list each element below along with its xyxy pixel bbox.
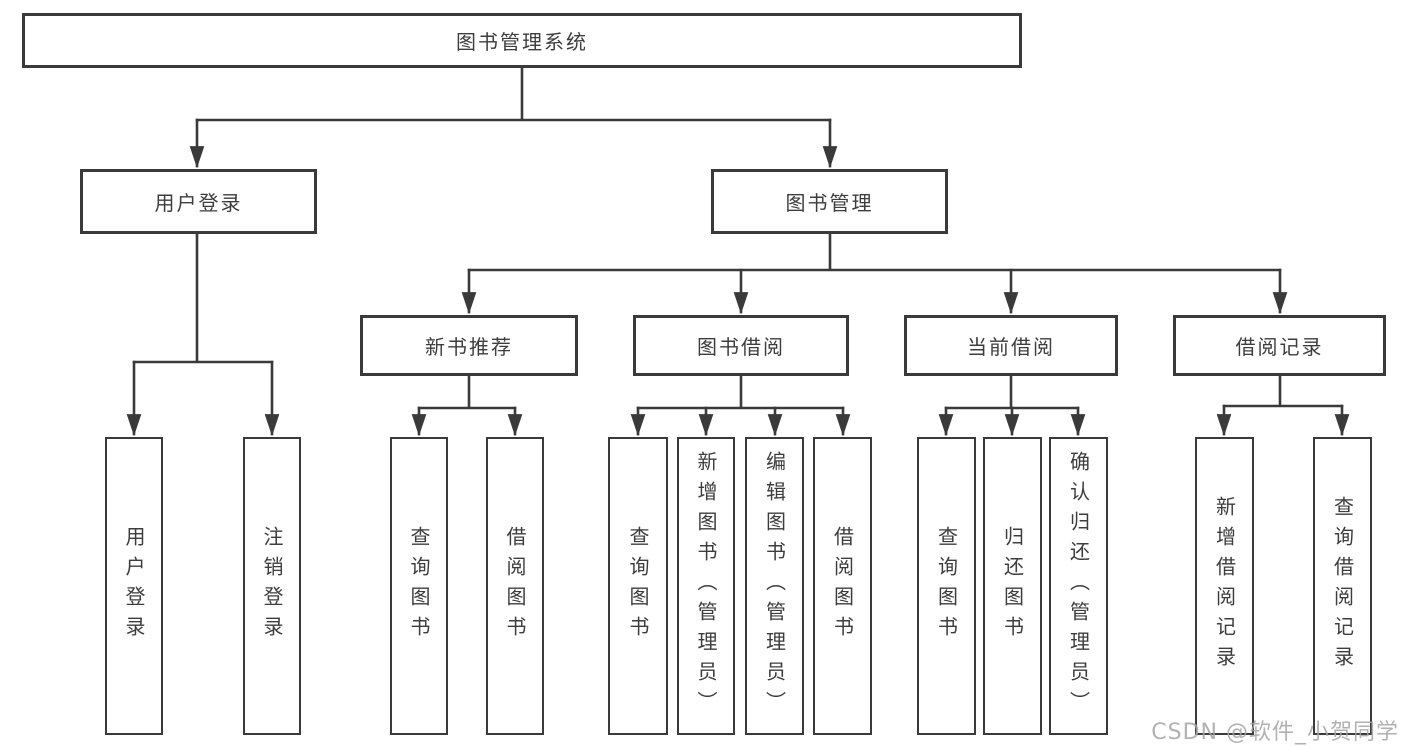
node-label: 新增图书（管理员） — [694, 451, 718, 721]
node-label: 借阅图书 — [503, 526, 527, 646]
node-label: 图书借阅 — [697, 335, 785, 359]
connector-book-management-children — [461, 232, 1288, 315]
node-label: 查询图书 — [626, 526, 650, 646]
leaf-add-borrow-record: 新增借阅记录 — [1195, 437, 1254, 735]
node-label: 当前借阅 — [967, 335, 1055, 359]
node-label: 查询图书 — [934, 526, 959, 646]
connector-root-to-level2 — [189, 66, 838, 169]
node-label: 图书管理 — [785, 191, 874, 215]
leaf-add-book-admin: 新增图书（管理员） — [677, 437, 735, 735]
connector-new-book-children — [411, 374, 523, 437]
leaf-borrow-book: 借阅图书 — [813, 437, 872, 735]
node-label: 归还图书 — [1000, 526, 1025, 646]
node-label: 借阅图书 — [830, 526, 855, 646]
connector-book-borrow-children — [630, 374, 851, 437]
leaf-confirm-return-admin: 确认归还（管理员） — [1049, 437, 1108, 735]
leaf-return-book: 归还图书 — [983, 437, 1042, 735]
leaf-query-book-recommend: 查询图书 — [390, 437, 448, 735]
leaf-query-book-current: 查询图书 — [917, 437, 976, 735]
node-book-management: 图书管理 — [711, 169, 948, 234]
node-current-borrow: 当前借阅 — [904, 315, 1118, 376]
leaf-query-book-borrow: 查询图书 — [608, 437, 668, 735]
node-label: 编辑图书（管理员） — [762, 451, 787, 721]
node-library-system: 图书管理系统 — [22, 13, 1022, 68]
connector-current-borrow-children — [938, 374, 1086, 437]
csdn-watermark: CSDN @软件_小贺同学 — [1151, 720, 1399, 745]
leaf-query-borrow-record: 查询借阅记录 — [1313, 437, 1372, 735]
leaf-user-login: 用户登录 — [105, 437, 163, 735]
node-label: 图书管理系统 — [456, 30, 588, 54]
node-label: 用户登录 — [122, 526, 146, 646]
node-label: 用户登录 — [154, 191, 243, 215]
leaf-borrow-book-recommend: 借阅图书 — [486, 437, 544, 735]
node-label: 新书推荐 — [425, 335, 513, 359]
connector-borrow-records-children — [1216, 374, 1350, 437]
node-borrow-records: 借阅记录 — [1173, 315, 1386, 376]
node-label: 查询借阅记录 — [1330, 496, 1355, 676]
connector-user-login-children — [126, 232, 280, 437]
node-new-book-recommend: 新书推荐 — [360, 315, 578, 376]
node-user-login: 用户登录 — [80, 169, 317, 234]
node-label: 注销登录 — [260, 526, 284, 646]
node-book-borrow: 图书借阅 — [633, 315, 849, 376]
node-label: 借阅记录 — [1235, 335, 1324, 359]
leaf-edit-book-admin: 编辑图书（管理员） — [745, 437, 804, 735]
leaf-logout: 注销登录 — [243, 437, 301, 735]
node-label: 确认归还（管理员） — [1066, 451, 1091, 721]
node-label: 新增借阅记录 — [1212, 496, 1237, 676]
node-label: 查询图书 — [407, 526, 431, 646]
